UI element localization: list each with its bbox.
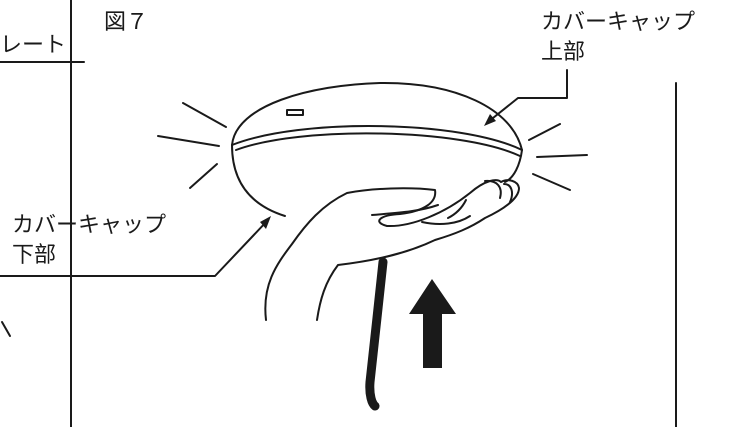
cap-upper-label-line2: 上部 [541,40,586,65]
motion-line-right-3 [532,173,571,191]
cap-upper-label-line1: カバーキャップ [541,10,696,35]
cover-cap-bottom [231,144,286,217]
cover-cap-top [231,81,523,151]
cover-cap-rim [231,125,523,151]
cap-lower-label-line1: カバーキャップ [12,213,167,238]
motion-line-right-2 [536,154,588,158]
cover-cap-latch [286,109,304,116]
leader-line-upper [487,69,568,123]
cover-cap-rim-inner [235,132,521,157]
leader-arrowhead-lower [260,216,271,229]
left-edge-tick [1,321,11,337]
hand-finger-1 [484,179,502,199]
hand-palm-line-2 [447,199,467,219]
cap-lower-label-line2: 下部 [12,243,57,268]
leader-arrowhead-upper [484,114,496,126]
hand-finger-2 [503,183,513,203]
motion-line-left-1 [182,102,227,128]
hand-thumb-crease [371,204,439,216]
figure-number: 図７ [104,10,149,35]
power-cord [365,257,388,411]
push-up-arrow [409,279,456,368]
motion-line-left-3 [189,163,218,189]
motion-line-right-1 [528,123,561,141]
hand-palm-line [421,215,471,225]
motion-line-left-2 [157,135,220,147]
plate-label: レート [0,33,67,58]
leader-line-lower [0,219,269,277]
hand-outline [264,179,520,321]
